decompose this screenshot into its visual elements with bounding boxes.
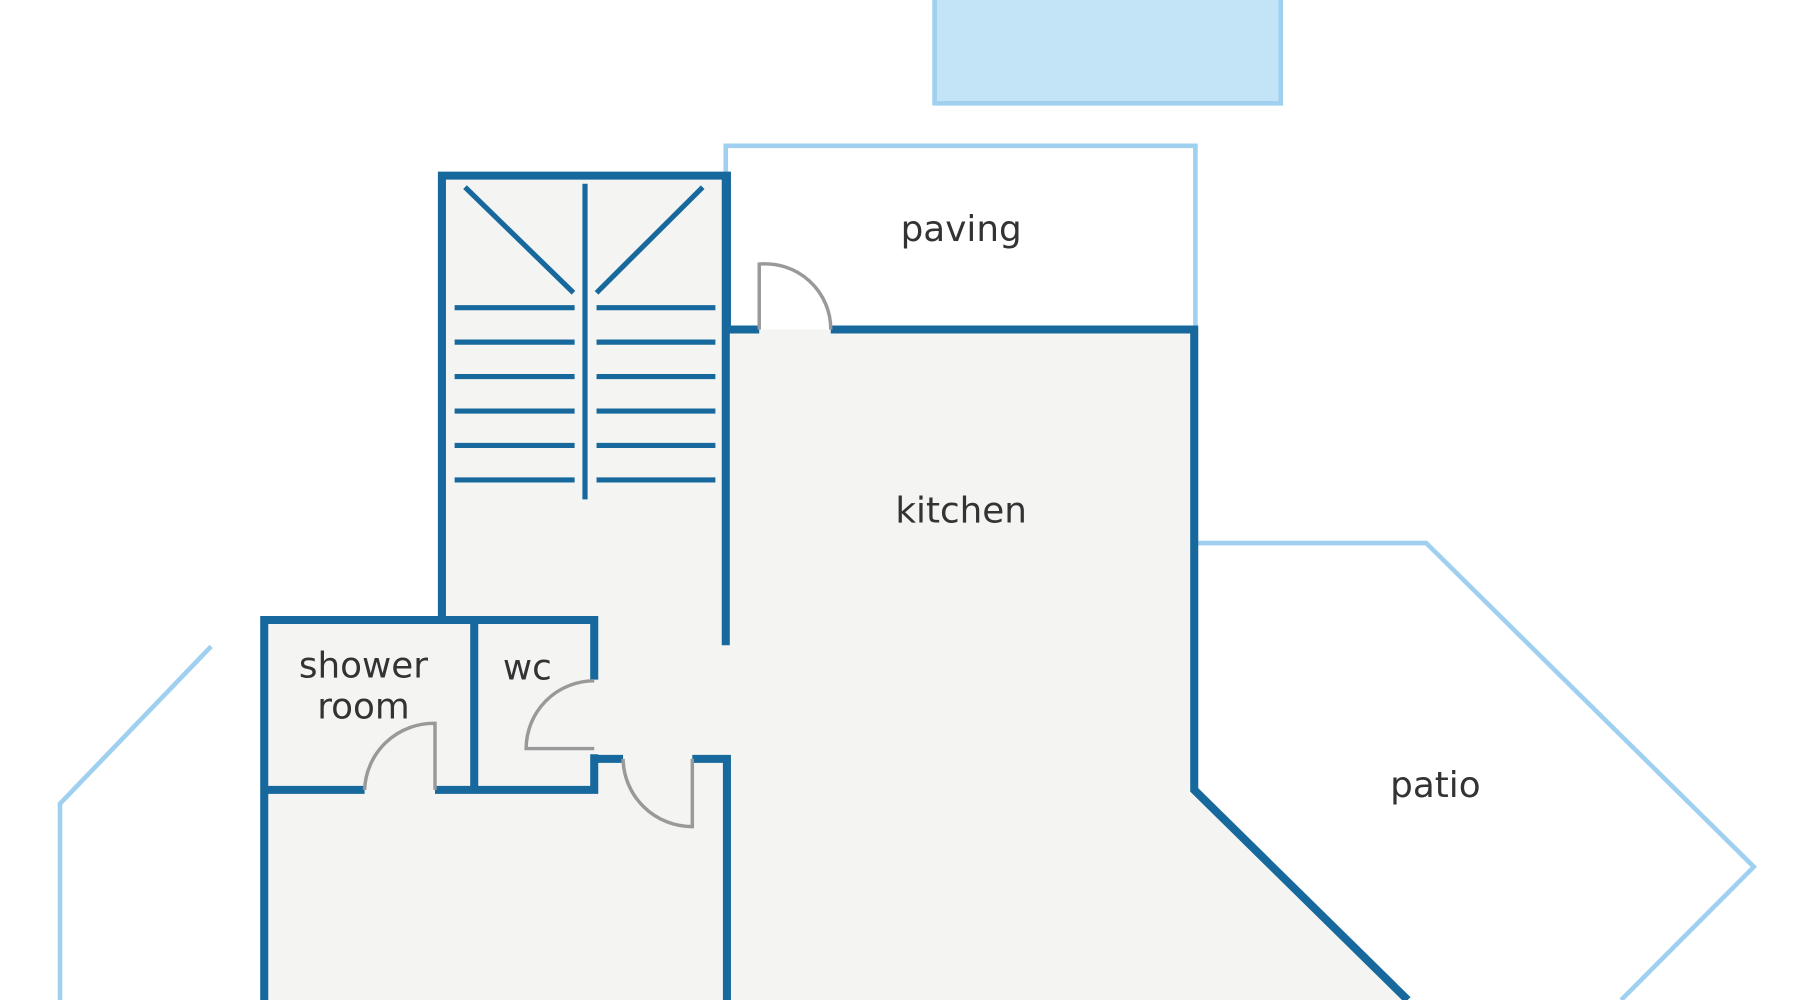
walls	[260, 171, 1411, 1000]
room-label-shower-room-1: shower	[299, 645, 428, 686]
garden-outline-left	[57, 644, 213, 1000]
room-label-wc: wc	[503, 648, 552, 689]
interior-floor	[264, 175, 1406, 1000]
door-paving	[757, 262, 833, 330]
room-label-kitchen: kitchen	[895, 490, 1027, 531]
patio-outline	[1197, 540, 1758, 1000]
door-wc	[524, 679, 595, 751]
room-label-shower-room-2: room	[317, 687, 410, 728]
room-label-patio: patio	[1390, 765, 1480, 806]
staircase	[454, 183, 716, 500]
room-label-paving: paving	[901, 209, 1022, 250]
exterior-block-top	[932, 0, 1284, 106]
door-hallway	[621, 758, 695, 829]
door-shower-room	[362, 721, 437, 790]
